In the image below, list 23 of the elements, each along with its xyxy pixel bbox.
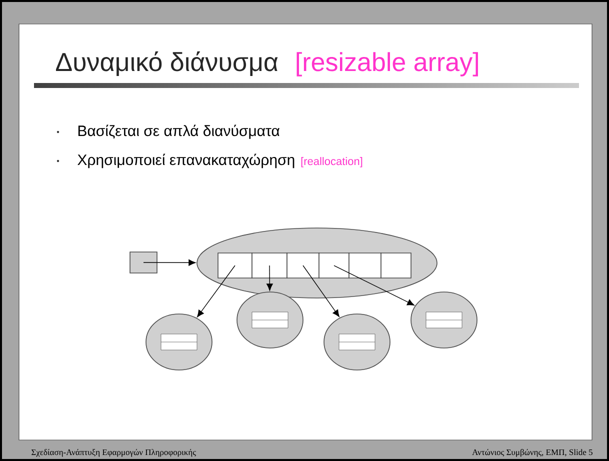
footer-text: Αντώνιος Συμβώνης, ΕΜΠ, Slide 5 [472,449,592,457]
element-circle [236,292,304,348]
footer-text: Σχεδίαση-Ανάπτυξη Εφαρμογών Πληροφορικής [32,449,196,457]
arrow [143,259,196,266]
bullet-text: Χρησιμοποιεί επανακαταχώρηση [78,154,294,168]
array-cell [380,252,412,278]
arrow [334,265,414,306]
element-circle [410,292,478,348]
array-cell [218,252,252,278]
array-cell [286,252,320,278]
title-note: [resizable array] [296,52,478,76]
arrow [302,265,340,317]
array-cell [348,252,382,278]
element-circle [146,314,212,370]
title: Δυναμικό διάνυσμα [56,51,278,76]
array-cell [252,252,288,278]
bullet-text: Βασίζεται σε απλά διανύσματα [78,124,280,139]
element-circle [324,314,390,370]
arrow [266,265,273,291]
bullet-note: [reallocation] [301,157,362,168]
pointer-box [130,252,158,274]
arrow [197,265,236,318]
array-cell [318,252,350,278]
